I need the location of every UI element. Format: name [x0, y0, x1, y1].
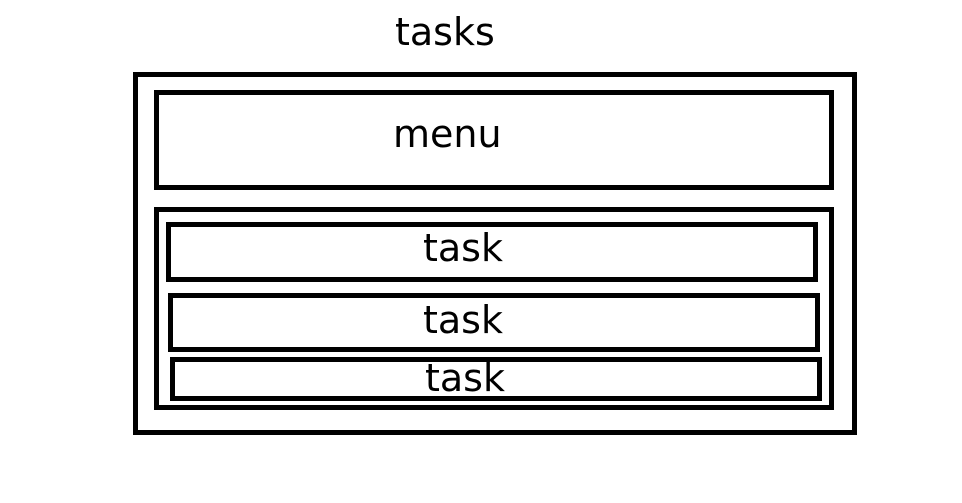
task-label: task	[423, 298, 503, 342]
diagram-title: tasks	[395, 10, 495, 54]
task-list-box	[154, 207, 834, 410]
menu-box	[154, 90, 834, 190]
task-label: task	[423, 226, 503, 270]
task-box	[170, 357, 822, 401]
task-label: task	[425, 356, 505, 400]
tasks-container	[133, 72, 857, 435]
task-box	[168, 293, 820, 352]
task-box	[166, 222, 818, 282]
menu-label: menu	[393, 112, 502, 156]
